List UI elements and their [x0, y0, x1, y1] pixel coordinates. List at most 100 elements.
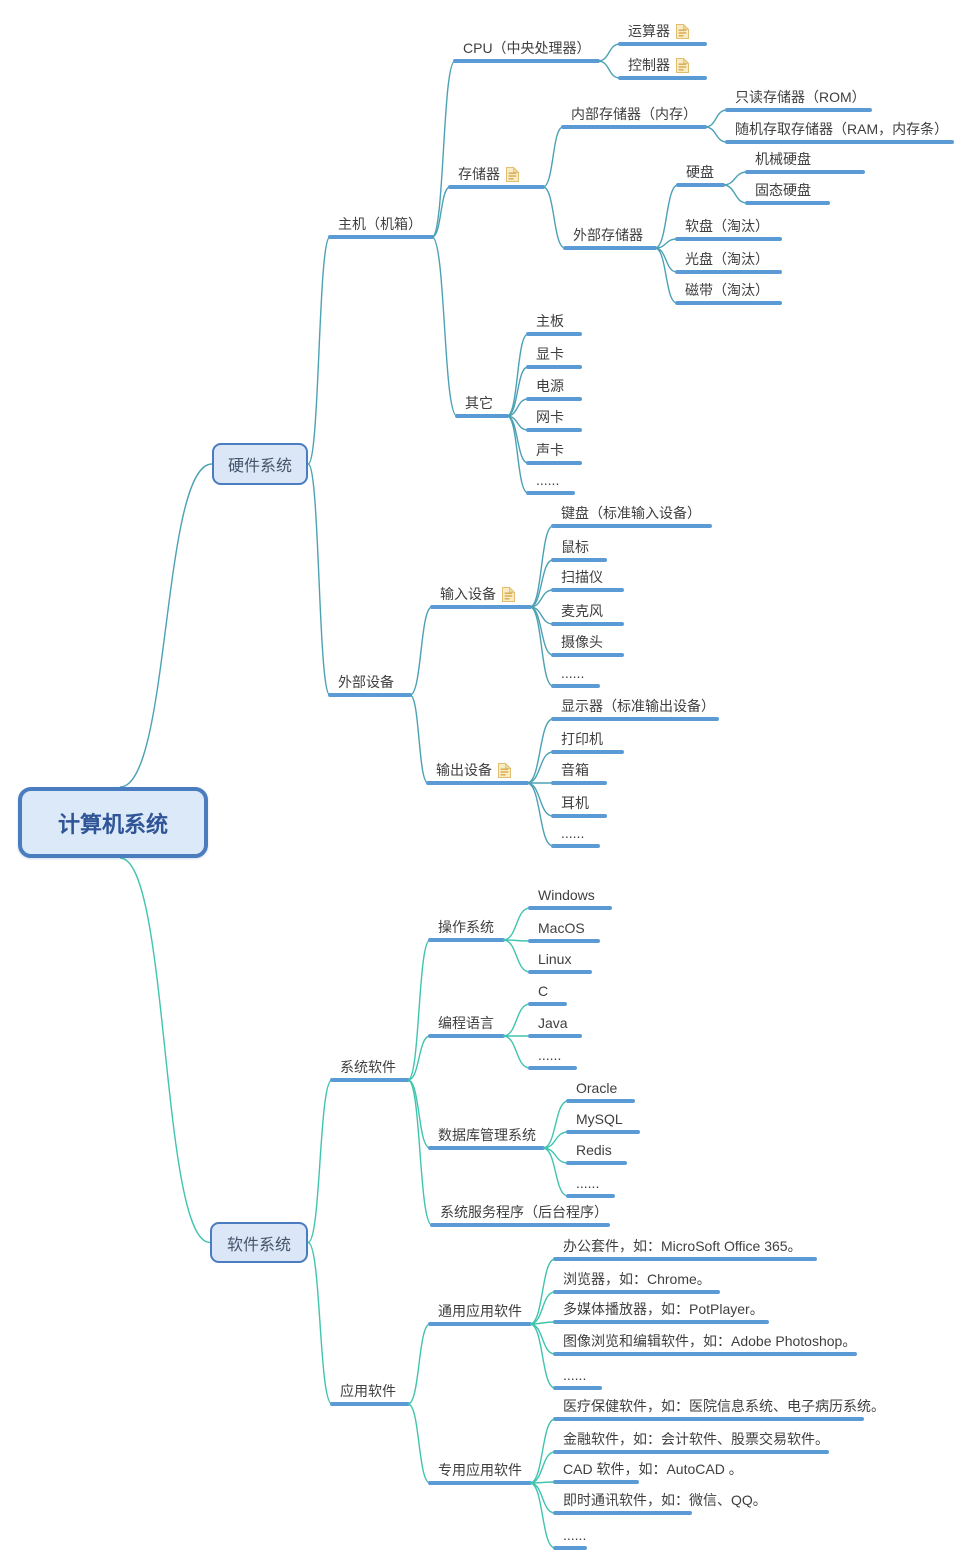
note-icon[interactable] — [501, 586, 516, 603]
branch-connector — [529, 1418, 556, 1484]
node-rom[interactable]: 只读存储器（ROM） — [735, 86, 866, 108]
node-others[interactable]: 其它 — [465, 392, 493, 414]
node-label: 通用应用软件 — [438, 1303, 522, 1319]
node-office-suite[interactable]: 办公套件，如：MicroSoft Office 365。 — [563, 1235, 802, 1257]
branch-connector — [119, 463, 213, 788]
node-label: 主机（机箱） — [338, 216, 422, 232]
node-power-supply[interactable]: 电源 — [536, 375, 564, 397]
node-magnetic-tape[interactable]: 磁带（淘汰） — [685, 279, 769, 301]
note-icon[interactable] — [675, 23, 690, 40]
node-cad-software[interactable]: CAD 软件，如：AutoCAD 。 — [563, 1458, 743, 1480]
note-icon[interactable] — [497, 762, 512, 779]
node-input-ellipsis[interactable]: ...... — [561, 662, 584, 684]
node-monitor[interactable]: 显示器（标准输出设备） — [561, 695, 715, 717]
node-label: ...... — [561, 825, 585, 841]
node-keyboard[interactable]: 键盘（标准输入设备） — [561, 502, 701, 524]
node-scanner[interactable]: 扫描仪 — [561, 566, 603, 588]
node-operating-system[interactable]: 操作系统 — [438, 916, 494, 938]
node-dbms[interactable]: 数据库管理系统 — [438, 1124, 536, 1146]
node-programming-languages[interactable]: 编程语言 — [438, 1012, 494, 1034]
node-hardware-system[interactable]: 硬件系统 — [212, 443, 308, 485]
node-hard-disk[interactable]: 硬盘 — [686, 161, 714, 183]
node-label: 键盘（标准输入设备） — [561, 505, 701, 521]
node-input-devices[interactable]: 输入设备 — [440, 583, 516, 605]
node-label: 金融软件，如：会计软件、股票交易软件。 — [563, 1431, 829, 1447]
node-control-unit[interactable]: 控制器 — [628, 54, 690, 76]
branch-connector — [529, 1482, 556, 1549]
node-macos[interactable]: MacOS — [538, 917, 585, 939]
node-specialized-apps[interactable]: 专用应用软件 — [438, 1459, 522, 1481]
node-im-software[interactable]: 即时通讯软件，如：微信、QQ。 — [563, 1489, 767, 1511]
node-internal-memory[interactable]: 内部存储器（内存） — [571, 103, 697, 125]
node-label: 磁带（淘汰） — [685, 282, 769, 298]
branch-connector — [407, 1079, 431, 1149]
node-network-card[interactable]: 网卡 — [536, 406, 564, 428]
node-external-storage[interactable]: 外部存储器 — [573, 224, 643, 246]
node-ram[interactable]: 随机存取存储器（RAM，内存条） — [735, 118, 948, 140]
node-label: 外部存储器 — [573, 227, 643, 243]
branch-connector — [597, 60, 621, 79]
node-label: 外部设备 — [338, 674, 394, 690]
node-sound-card[interactable]: 声卡 — [536, 439, 564, 461]
note-icon[interactable] — [505, 166, 520, 183]
node-headphones[interactable]: 耳机 — [561, 792, 589, 814]
node-optical-disc[interactable]: 光盘（淘汰） — [685, 248, 769, 270]
node-speaker[interactable]: 音箱 — [561, 759, 589, 781]
node-cpu[interactable]: CPU（中央处理器） — [463, 37, 591, 59]
node-microphone[interactable]: 麦克风 — [561, 600, 603, 622]
node-peripherals[interactable]: 外部设备 — [338, 671, 394, 693]
node-memory[interactable]: 存储器 — [458, 163, 520, 185]
node-healthcare-software[interactable]: 医疗保健软件，如：医院信息系统、电子病历系统。 — [563, 1395, 885, 1417]
node-java[interactable]: Java — [538, 1012, 568, 1034]
node-application-software[interactable]: 应用软件 — [340, 1380, 396, 1402]
node-software-system[interactable]: 软件系统 — [210, 1222, 308, 1263]
node-label: 摄像头 — [561, 634, 603, 650]
node-printer[interactable]: 打印机 — [561, 728, 603, 750]
node-system-software[interactable]: 系统软件 — [340, 1056, 396, 1078]
node-redis[interactable]: Redis — [576, 1139, 612, 1161]
node-output-ellipsis[interactable]: ...... — [561, 822, 584, 844]
branch-connector — [654, 184, 679, 249]
node-media-player[interactable]: 多媒体播放器，如：PotPlayer。 — [563, 1298, 764, 1320]
node-others-ellipsis[interactable]: ...... — [536, 469, 559, 491]
node-general-ellipsis[interactable]: ...... — [563, 1364, 586, 1386]
node-specialized-ellipsis[interactable]: ...... — [563, 1524, 586, 1546]
node-language-ellipsis[interactable]: ...... — [538, 1044, 561, 1066]
node-mysql[interactable]: MySQL — [576, 1108, 623, 1130]
node-c-language[interactable]: C — [538, 980, 548, 1002]
node-image-software[interactable]: 图像浏览和编辑软件，如：Adobe Photoshop。 — [563, 1330, 856, 1352]
branch-connector — [502, 907, 531, 941]
node-label: 随机存取存储器（RAM，内存条） — [735, 121, 949, 137]
node-dbms-ellipsis[interactable]: ...... — [576, 1172, 599, 1194]
node-ssd[interactable]: 固态硬盘 — [755, 179, 811, 201]
node-system-services[interactable]: 系统服务程序（后台程序） — [440, 1201, 608, 1223]
node-windows[interactable]: Windows — [538, 884, 595, 906]
node-hdd[interactable]: 机械硬盘 — [755, 148, 811, 170]
node-motherboard[interactable]: 主板 — [536, 310, 564, 332]
branch-connector — [407, 1323, 431, 1405]
node-label: 多媒体播放器，如：PotPlayer。 — [563, 1301, 764, 1317]
node-label: 硬件系统 — [227, 458, 292, 475]
node-webcam[interactable]: 摄像头 — [561, 631, 603, 653]
branch-connector — [542, 126, 564, 188]
node-general-apps[interactable]: 通用应用软件 — [438, 1300, 522, 1322]
node-floppy-disk[interactable]: 软盘（淘汰） — [685, 215, 769, 237]
node-oracle[interactable]: Oracle — [576, 1077, 617, 1099]
node-host-chassis[interactable]: 主机（机箱） — [338, 213, 422, 235]
node-label: ...... — [563, 1367, 587, 1383]
node-finance-software[interactable]: 金融软件，如：会计软件、股票交易软件。 — [563, 1428, 829, 1450]
node-mouse[interactable]: 鼠标 — [561, 536, 589, 558]
note-icon[interactable] — [675, 57, 690, 74]
node-alu[interactable]: 运算器 — [628, 20, 690, 42]
node-computer-system[interactable]: 计算机系统 — [18, 787, 208, 858]
note-icon-glyph — [676, 23, 690, 39]
node-graphics-card[interactable]: 显卡 — [536, 343, 564, 365]
branch-connector — [431, 60, 456, 238]
branch-connector — [431, 186, 451, 238]
node-output-devices[interactable]: 输出设备 — [436, 759, 512, 781]
node-linux[interactable]: Linux — [538, 948, 571, 970]
branch-connector — [502, 1035, 531, 1069]
node-browser[interactable]: 浏览器，如：Chrome。 — [563, 1268, 711, 1290]
